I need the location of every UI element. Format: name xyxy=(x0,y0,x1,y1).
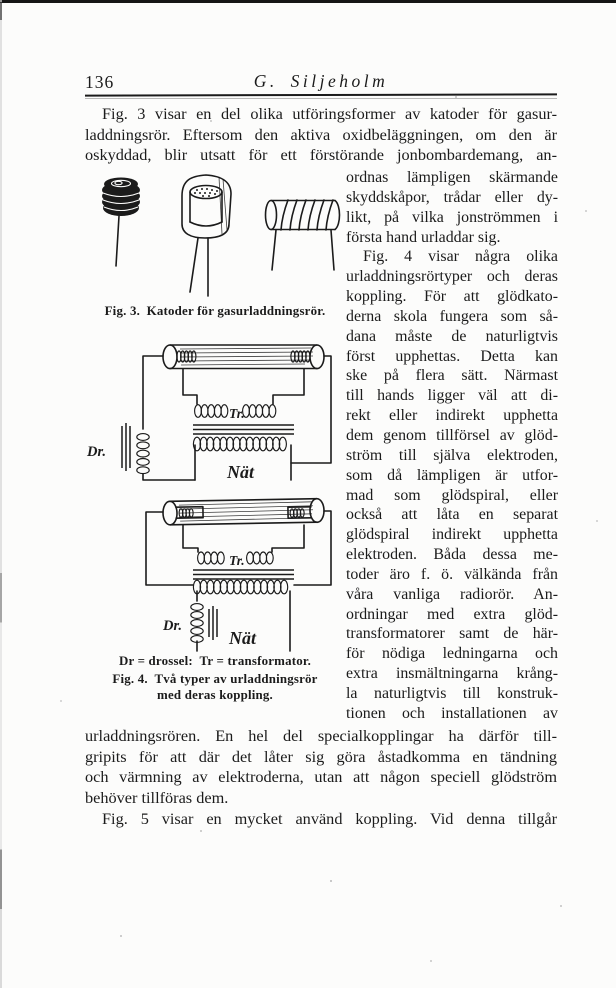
header-rule xyxy=(84,93,558,98)
tube-electrode-box xyxy=(287,506,312,520)
figure-4-upper-circuit: Tr. Nät Dr. xyxy=(86,344,332,482)
perforation-dots xyxy=(194,188,218,197)
text-line: och värmning av elektroderna, utan att n… xyxy=(85,767,557,787)
text-line: ström till själva elektroden, xyxy=(346,446,558,464)
text-line: toder äro f. ö. välkända från xyxy=(346,565,558,583)
figure-4-caption-line1: Fig. 4. Två typer av urladdningsrör xyxy=(112,672,318,686)
text-line: likt, på vilka jonströmmen i xyxy=(346,208,558,226)
bottom-paragraph: urladdningsrören. En hel del specialkopp… xyxy=(85,726,557,830)
text-line: för nödiga ledningarna och xyxy=(346,645,558,663)
text-line: tionen och installationen av xyxy=(346,704,558,722)
running-title: G. Siljeholm xyxy=(253,71,389,91)
cathode-shielded-cylinder-drawing xyxy=(181,174,232,297)
discharge-tube xyxy=(162,497,325,526)
discharge-tube xyxy=(162,344,325,370)
transformer-secondary-coil xyxy=(194,404,229,418)
cathode-lead-wire xyxy=(189,237,199,293)
transformer-label: Tr. xyxy=(229,406,245,421)
transformer-primary-coil xyxy=(192,436,287,452)
text-line: som då lämpligen är utfor- xyxy=(346,466,558,484)
circuit-wires xyxy=(145,510,332,652)
text-line: koppling. För att glödkato- xyxy=(346,288,558,306)
transformer-secondary-coil xyxy=(246,551,274,565)
text-line: elektroden. Båda dessa me- xyxy=(346,546,558,564)
choke-coil xyxy=(136,433,150,475)
text-line: urladdningsrören. En hel del specialkopp… xyxy=(85,726,557,745)
tube-electrode-coil xyxy=(176,350,197,363)
cathode-helix-drawing xyxy=(264,199,341,271)
scan-left-edge xyxy=(0,0,2,988)
text-line: Fig. 4 visar några olika xyxy=(363,248,558,266)
transformer-secondary-coil xyxy=(242,404,277,418)
text-line: transformatorer samt de här- xyxy=(346,625,558,643)
text-line: först upphettas. Detta kan xyxy=(346,347,558,365)
scan-noise xyxy=(0,0,2,2)
cathode-lead-wire xyxy=(271,229,277,271)
choke-label: Dr. xyxy=(162,618,182,634)
transformer-primary-coil xyxy=(192,579,289,595)
scan-top-edge xyxy=(0,0,616,3)
choke-coil xyxy=(190,603,204,643)
choke-core-lines xyxy=(208,606,218,640)
header-rule-shadow xyxy=(85,98,557,99)
cathode-lead-wire xyxy=(115,215,120,267)
transformer-label: Tr. xyxy=(229,553,245,568)
text-line: extra insmältningarna krång- xyxy=(346,665,558,683)
text-line: la naturligtvis till konstruk- xyxy=(346,684,558,702)
text-line: rekt eller indirekt upphetta xyxy=(346,407,558,425)
choke-label: Dr. xyxy=(86,444,106,460)
transformer: Tr. Nät xyxy=(192,404,294,482)
helix-turns xyxy=(280,199,334,231)
mains-label: Nät xyxy=(226,462,255,482)
figure-4-lower-circuit: Tr. Nät Dr. xyxy=(145,497,332,652)
circuit-wires xyxy=(142,355,332,481)
text-line: ordningar med extra glöd- xyxy=(346,605,558,623)
tube-electrode-box xyxy=(175,505,204,519)
right-text-column: ordnas lämpligen skärmande skyddskåpor, t… xyxy=(346,168,558,724)
figure-3-caption: Fig. 3. Katoder för gasurladdningsrör. xyxy=(104,304,326,318)
text-line: laddningsrör. Eftersom den aktiva oxidbe… xyxy=(85,124,557,144)
figure-4-caption-line2: med deras koppling. xyxy=(157,688,273,702)
text-line: urladdningsrörtyper och deras xyxy=(346,268,558,286)
intro-paragraph: Fig. 3 visar en del olika utföringsforme… xyxy=(85,104,557,166)
text-line: till hands ligger väl att di- xyxy=(346,387,558,405)
choke: Dr. xyxy=(162,603,218,643)
text-line: mad som glödspiral, eller xyxy=(346,486,558,504)
mains-label: Nät xyxy=(228,628,257,648)
tube-electrode-coil xyxy=(289,508,305,518)
text-line: dem genom tillförsel av glöd- xyxy=(346,426,558,444)
figure-4-legend: Dr = drossel: Tr = transformator. xyxy=(118,654,312,668)
text-line: skyddskåpor, trådar eller dy- xyxy=(346,188,558,206)
transformer-core-lines xyxy=(193,424,294,435)
figure-3-cathodes-drawing xyxy=(102,174,341,297)
text-line: första hand urladdar sig. xyxy=(346,228,501,246)
choke-core-lines xyxy=(121,423,131,471)
transformer-core-lines xyxy=(193,569,294,580)
text-line: glödspiral indirekt upphetta xyxy=(346,526,558,544)
text-line: oskyddad, blir utsatt för ett förstörand… xyxy=(85,145,557,165)
text-line: behöver tillföras dem. xyxy=(85,788,229,808)
text-line: också att låta en separat xyxy=(346,506,558,524)
text-line: Fig. 5 visar en mycket använd koppling. … xyxy=(102,808,557,828)
text-line: dana måste de naturligtvis xyxy=(346,327,558,345)
transformer: Tr. Nät xyxy=(192,551,294,648)
text-line: ske på flera sätt. Närmast xyxy=(346,367,558,385)
transformer-secondary-coil xyxy=(197,551,225,565)
tube-electrode-coil xyxy=(178,508,194,518)
tube-electrode-coil xyxy=(290,350,311,363)
text-line: gripits för att där det låter sig göra å… xyxy=(85,746,557,766)
cathode-spiral-drawing xyxy=(102,177,140,267)
text-line: Fig. 3 visar en del olika utföringsforme… xyxy=(102,104,557,123)
choke: Dr. xyxy=(86,423,150,475)
text-line: våra vanliga radiorör. An- xyxy=(346,585,558,603)
text-line: derna skola fungera som så- xyxy=(346,307,558,325)
text-line: ordnas lämpligen skärmande xyxy=(346,169,558,186)
page-number: 136 xyxy=(85,72,115,92)
cathode-lead-wire xyxy=(330,229,335,271)
